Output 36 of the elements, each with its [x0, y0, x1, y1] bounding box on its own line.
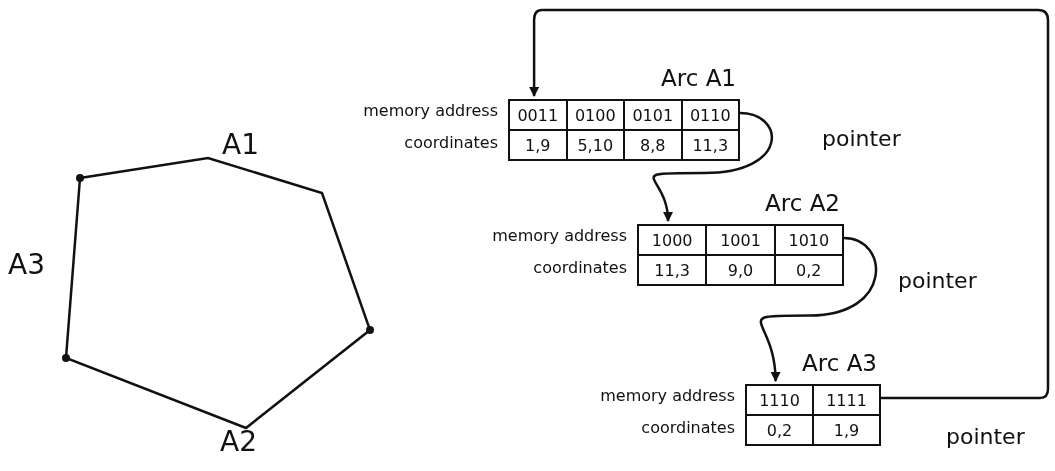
- pointer-arrow: [759, 236, 878, 382]
- edge-label: pointer: [946, 424, 1025, 449]
- memory-address-value: 0100: [566, 100, 624, 130]
- row-label: coordinates: [404, 133, 498, 152]
- row-label: memory address: [600, 386, 735, 405]
- coordinate-value: 1,9: [813, 415, 880, 445]
- memory-address-value: 1110: [746, 385, 813, 415]
- pointer-arrow: [652, 111, 773, 222]
- coordinate-value: 8,8: [624, 130, 682, 160]
- coordinate-value: 11,3: [681, 130, 739, 160]
- row-label: memory address: [492, 226, 627, 245]
- pointer-arrow: [529, 8, 1050, 400]
- vertex-label: A1: [222, 128, 259, 161]
- table-heading: Arc A2: [765, 190, 840, 216]
- row-label: memory address: [363, 101, 498, 120]
- coordinate-value: 0,2: [774, 255, 843, 285]
- coordinate-value: 9,0: [706, 255, 775, 285]
- memory-address-value: 0110: [681, 100, 739, 130]
- memory-address-value: 1111: [813, 385, 880, 415]
- coordinate-value: 11,3: [638, 255, 707, 285]
- table-heading: Arc A3: [802, 350, 877, 376]
- memory-address-value: 1010: [774, 225, 843, 255]
- row-label: coordinates: [641, 418, 735, 437]
- coordinate-value: 0,2: [746, 415, 813, 445]
- memory-address-value: 1001: [706, 225, 775, 255]
- coordinate-value: 5,10: [566, 130, 624, 160]
- row-label: coordinates: [533, 258, 627, 277]
- vertex-label: A2: [220, 425, 257, 458]
- memory-address-value: 1000: [638, 225, 707, 255]
- memory-address-value: 0011: [509, 100, 567, 130]
- vertex-label: A3: [8, 248, 45, 281]
- edge-label: pointer: [822, 126, 901, 151]
- table-heading: Arc A1: [661, 65, 736, 91]
- memory-address-value: 0101: [624, 100, 682, 130]
- coordinate-value: 1,9: [509, 130, 567, 160]
- edge-label: pointer: [898, 268, 977, 293]
